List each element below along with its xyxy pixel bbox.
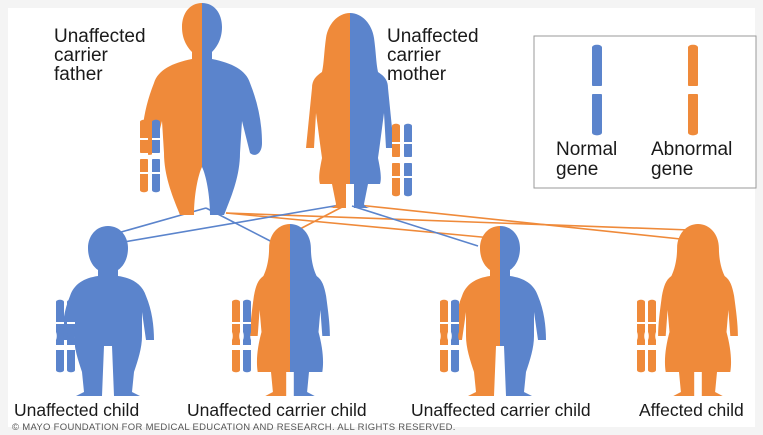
child4-label: Affected child (639, 400, 744, 420)
child1-label: Unaffected child (14, 400, 139, 420)
mother-figure (306, 13, 394, 208)
father-label-line3: father (54, 64, 103, 85)
child1-figure (62, 226, 154, 396)
child3-figure (454, 226, 546, 396)
mother-label-line2: carrier (387, 45, 442, 66)
copyright-notice: © MAYO FOUNDATION FOR MEDICAL EDUCATION … (12, 422, 456, 433)
child3-label: Unaffected carrier child (411, 400, 591, 420)
child2-chromosome-pair (232, 300, 251, 373)
mother-label-line1: Unaffected (387, 26, 479, 47)
legend-abnormal-line2: gene (651, 159, 693, 180)
father-label-line2: carrier (54, 45, 109, 66)
legend-abnormal-line1: Abnormal (651, 139, 732, 160)
father-label-line1: Unaffected (54, 26, 146, 47)
child4-figure (658, 224, 738, 396)
mother-to-child4-line (358, 205, 690, 240)
legend-abnormal-chromosome (688, 45, 698, 136)
child2-figure (250, 224, 330, 396)
child3-chromosome-pair (440, 300, 459, 373)
child4-chromosome-pair (637, 300, 656, 373)
legend-box: Normal gene Abnormal gene (534, 36, 756, 188)
legend-normal-chromosome (592, 45, 602, 136)
father-to-child3-line (226, 213, 492, 238)
mother-label: Unaffected carrier mother (387, 26, 479, 85)
child-labels: Unaffected child Unaffected carrier chil… (14, 400, 744, 420)
mother-to-child2-line (298, 206, 344, 230)
child2-label: Unaffected carrier child (187, 400, 367, 420)
father-label: Unaffected carrier father (54, 26, 146, 85)
legend-normal-line2: gene (556, 159, 598, 180)
mother-label-line3: mother (387, 64, 447, 85)
mother-chromosome-pair (392, 124, 412, 197)
legend-normal-line1: Normal (556, 139, 617, 160)
